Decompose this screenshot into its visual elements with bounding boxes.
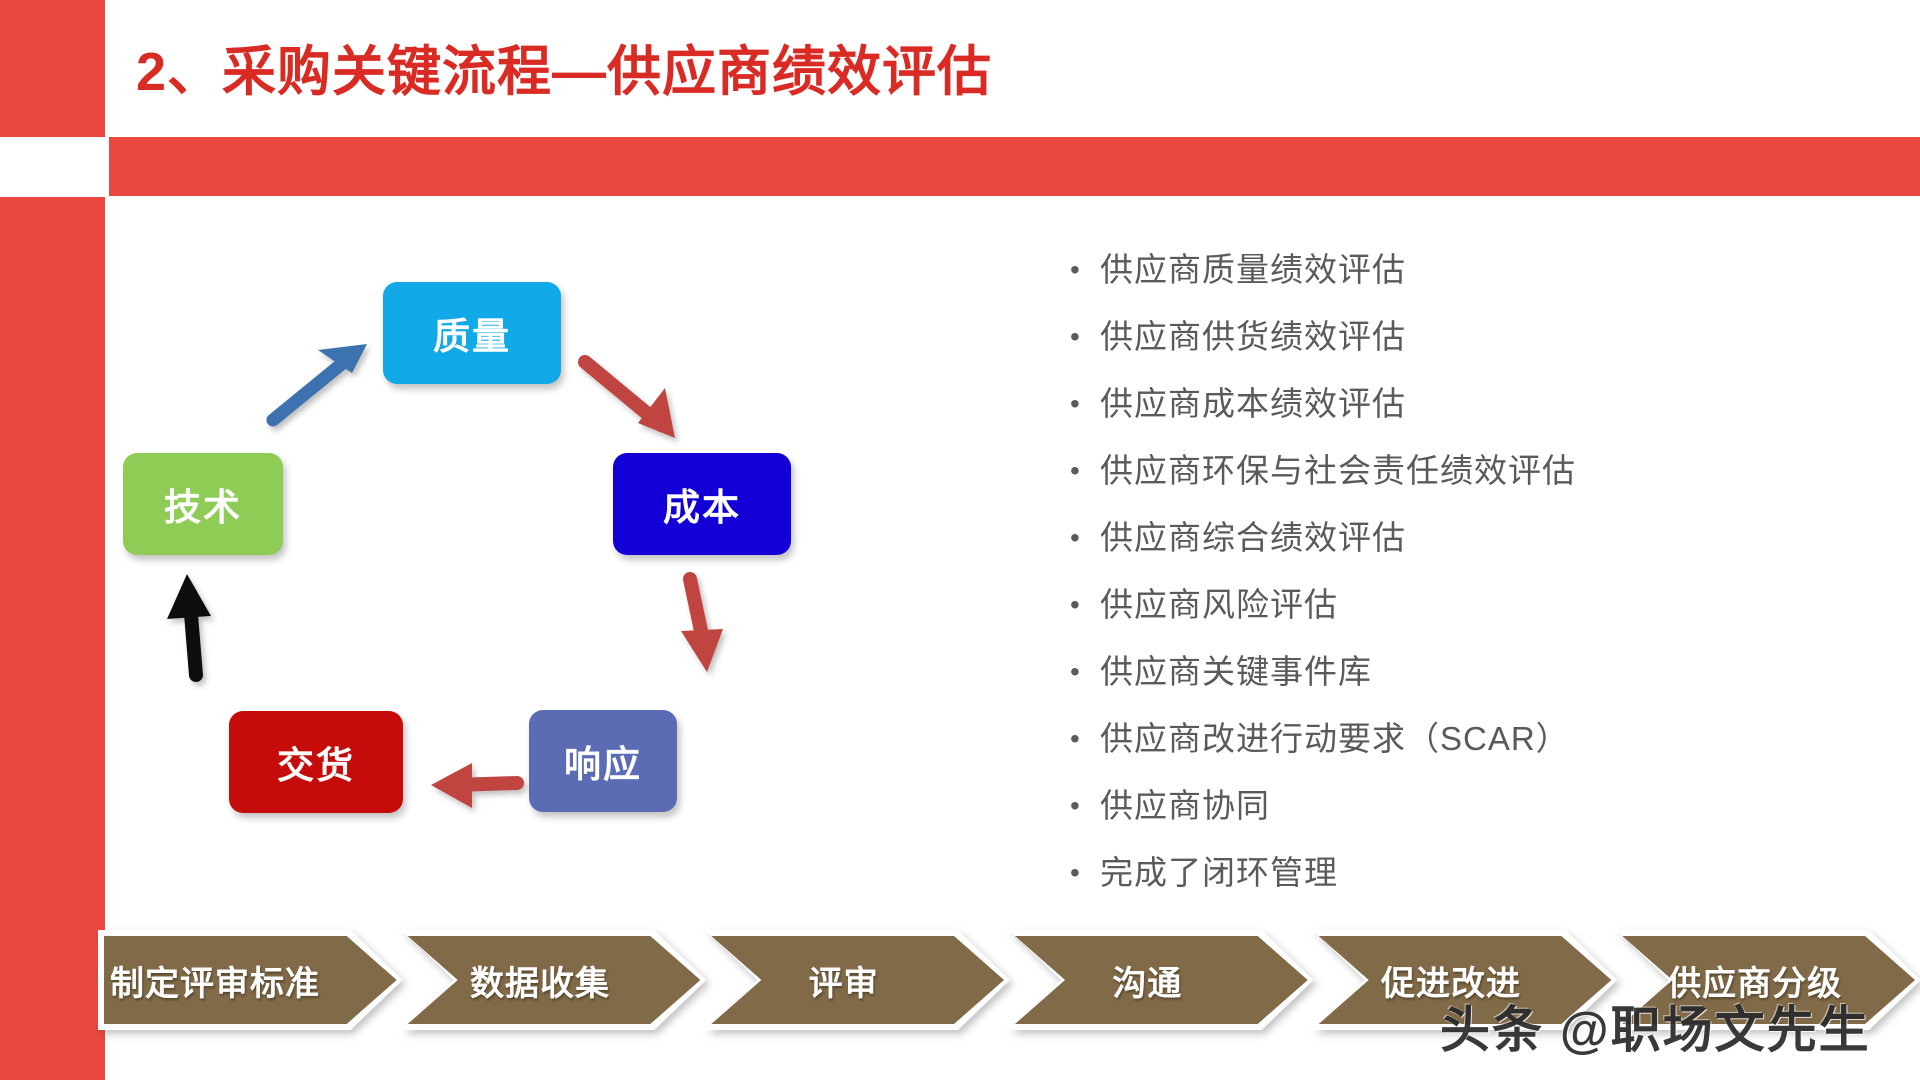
process-step-4[interactable]: 沟通 — [1009, 930, 1314, 1030]
cycle-node-quality[interactable]: 质量 — [383, 282, 561, 384]
bullet-marker-icon: • — [1070, 723, 1080, 754]
bullet-marker-icon: • — [1070, 254, 1080, 285]
cycle-node-tech[interactable]: 技术 — [123, 453, 283, 555]
bullet-marker-icon: • — [1070, 522, 1080, 553]
arrow-quality-to-cost — [578, 355, 675, 438]
process-step-1[interactable]: 制定评审标准 — [98, 930, 403, 1030]
list-item: • 供应商风险评估 — [1070, 583, 1870, 650]
list-item-label: 供应商供货绩效评估 — [1100, 318, 1406, 355]
bullet-marker-icon: • — [1070, 857, 1080, 888]
evaluation-items-list: • 供应商质量绩效评估 • 供应商供货绩效评估 • 供应商成本绩效评估 • 供应… — [1070, 248, 1870, 918]
chevron-shape-fill: 评审 — [711, 936, 1004, 1024]
process-step-label: 供应商分级 — [1667, 964, 1843, 1003]
list-item-label: 完成了闭环管理 — [1100, 854, 1338, 891]
cycle-node-response-label: 响应 — [564, 744, 642, 785]
process-step-label: 促进改进 — [1381, 964, 1522, 1003]
arrow-response-to-delivery — [431, 763, 524, 808]
chevron-shape-fill: 数据收集 — [408, 936, 701, 1024]
process-step-3[interactable]: 评审 — [705, 930, 1010, 1030]
process-flow-chevrons: 制定评审标准 数据收集 评审 沟通 促进改进 — [98, 930, 1920, 1040]
process-step-label: 数据收集 — [470, 964, 610, 1003]
bullet-marker-icon: • — [1070, 388, 1080, 419]
bullet-marker-icon: • — [1070, 455, 1080, 486]
list-item: • 供应商供货绩效评估 — [1070, 315, 1870, 382]
process-step-5[interactable]: 促进改进 — [1313, 930, 1618, 1030]
list-item-label: 供应商改进行动要求（SCAR） — [1100, 720, 1570, 757]
left-accent-bar-top — [0, 0, 105, 137]
bullet-marker-icon: • — [1070, 321, 1080, 352]
page-title: 2、采购关键流程—供应商绩效评估 — [136, 42, 993, 102]
supplier-performance-cycle-diagram: 质量 成本 响应 交货 技术 — [105, 210, 925, 890]
list-item: • 供应商环保与社会责任绩效评估 — [1070, 449, 1870, 516]
cycle-node-delivery[interactable]: 交货 — [229, 711, 403, 813]
cycle-node-response[interactable]: 响应 — [529, 710, 677, 812]
list-item: • 供应商改进行动要求（SCAR） — [1070, 717, 1870, 784]
chevron-shape-fill: 沟通 — [1015, 936, 1308, 1024]
list-item-label: 供应商质量绩效评估 — [1100, 251, 1406, 288]
list-item-label: 供应商风险评估 — [1100, 586, 1338, 623]
list-item: • 供应商综合绩效评估 — [1070, 516, 1870, 583]
list-item-label: 供应商关键事件库 — [1100, 653, 1372, 690]
list-item-label: 供应商环保与社会责任绩效评估 — [1100, 452, 1576, 489]
arrow-cost-to-response — [681, 572, 723, 672]
arrow-delivery-to-tech — [167, 574, 211, 682]
bullet-marker-icon: • — [1070, 656, 1080, 687]
process-step-6[interactable]: 供应商分级 — [1616, 930, 1920, 1030]
list-item-label: 供应商综合绩效评估 — [1100, 519, 1406, 556]
title-underline-band — [109, 137, 1920, 196]
chevron-shape-fill: 促进改进 — [1319, 936, 1612, 1024]
process-step-label: 评审 — [808, 964, 879, 1003]
process-step-label: 制定评审标准 — [110, 964, 320, 1003]
list-item: • 供应商协同 — [1070, 784, 1870, 851]
list-item: • 供应商质量绩效评估 — [1070, 248, 1870, 315]
list-item-label: 供应商协同 — [1100, 787, 1270, 824]
arrow-tech-to-quality — [266, 344, 367, 427]
left-accent-bar-bottom — [0, 197, 105, 1080]
cycle-node-quality-label: 质量 — [433, 316, 511, 357]
watermark: 头条 @职场文先生 — [1440, 1002, 1871, 1058]
bullet-marker-icon: • — [1070, 790, 1080, 821]
cycle-node-delivery-label: 交货 — [277, 745, 355, 786]
list-item: • 供应商成本绩效评估 — [1070, 382, 1870, 449]
list-item-label: 供应商成本绩效评估 — [1100, 385, 1406, 422]
bullet-marker-icon: • — [1070, 589, 1080, 620]
cycle-node-cost[interactable]: 成本 — [613, 453, 791, 555]
list-item: • 完成了闭环管理 — [1070, 851, 1870, 918]
cycle-node-tech-label: 技术 — [164, 487, 242, 528]
cycle-node-cost-label: 成本 — [663, 487, 741, 528]
list-item: • 供应商关键事件库 — [1070, 650, 1870, 717]
process-step-label: 沟通 — [1112, 964, 1183, 1003]
chevron-shape-fill: 制定评审标准 — [104, 936, 397, 1024]
process-step-2[interactable]: 数据收集 — [402, 930, 707, 1030]
